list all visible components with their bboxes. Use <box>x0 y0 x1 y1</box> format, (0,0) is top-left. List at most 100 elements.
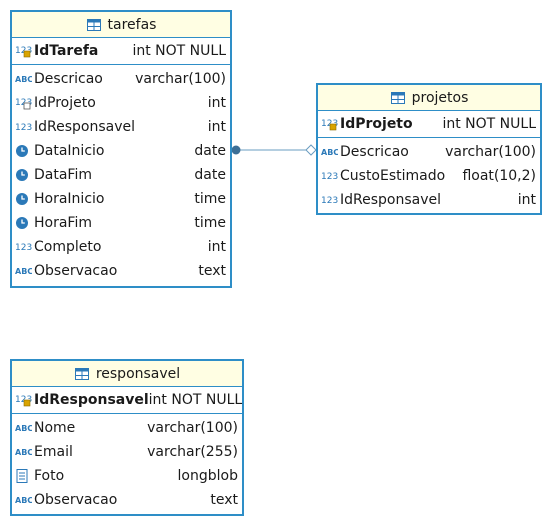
numeric-icon: 123 <box>321 193 338 207</box>
column-type: text <box>198 263 226 279</box>
column-type: text <box>210 492 238 508</box>
table-icon <box>74 367 91 381</box>
entity-header[interactable]: projetos <box>318 85 540 111</box>
clock-icon <box>15 192 32 206</box>
clock-icon <box>15 144 32 158</box>
svg-text:123: 123 <box>15 243 32 253</box>
numeric-icon: 123 <box>15 240 32 254</box>
svg-text:123: 123 <box>15 123 32 133</box>
clock-icon <box>15 216 32 230</box>
text-icon: ABC <box>15 72 32 86</box>
entity-header[interactable]: tarefas <box>12 12 230 38</box>
column-type: varchar(100) <box>135 71 226 87</box>
pk-column-row[interactable]: 123 IdTarefa int NOT NULL <box>12 38 230 65</box>
column-name: HoraFim <box>34 215 92 231</box>
text-icon: ABC <box>15 264 32 278</box>
column-type: time <box>194 215 226 231</box>
column-name: Nome <box>34 420 76 436</box>
svg-text:ABC: ABC <box>15 75 32 84</box>
column-name: DataInicio <box>34 143 105 159</box>
relationship-one-end-diamond <box>305 144 317 156</box>
entity-title: projetos <box>411 89 469 106</box>
entity-title: responsavel <box>95 365 181 382</box>
column-type: varchar(255) <box>147 444 238 460</box>
column-name: Completo <box>34 239 102 255</box>
column-name: IdProjeto <box>340 116 413 132</box>
column-type: int <box>207 119 226 135</box>
column-type: date <box>194 167 226 183</box>
column-type: int <box>207 239 226 255</box>
svg-text:ABC: ABC <box>15 424 32 433</box>
column-row[interactable]: HoraFim time <box>12 211 230 235</box>
svg-text:ABC: ABC <box>15 448 32 457</box>
column-name: CustoEstimado <box>340 168 446 184</box>
column-type: time <box>194 191 226 207</box>
clock-icon <box>15 168 32 182</box>
column-name: IdResponsavel <box>34 119 136 135</box>
pk-column-row[interactable]: 123 IdProjeto int NOT NULL <box>318 111 540 138</box>
svg-text:123: 123 <box>15 46 32 56</box>
svg-text:123: 123 <box>15 395 32 405</box>
entity-responsavel[interactable]: responsavel 123 IdResponsavel int NOT NU… <box>10 359 244 516</box>
numeric-fk-icon: 123 <box>15 96 32 110</box>
numeric-pk-icon: 123 <box>15 44 32 58</box>
column-row[interactable]: DataInicio date <box>12 139 230 163</box>
text-icon: ABC <box>15 493 32 507</box>
svg-text:ABC: ABC <box>321 148 338 157</box>
entity-title: tarefas <box>107 16 157 33</box>
binary-icon <box>15 469 32 483</box>
column-row[interactable]: DataFim date <box>12 163 230 187</box>
svg-text:123: 123 <box>321 172 338 182</box>
column-name: IdProjeto <box>34 95 96 111</box>
entity-header[interactable]: responsavel <box>12 361 242 387</box>
column-name: Observacao <box>34 263 118 279</box>
relationship-many-end-dot <box>231 145 241 155</box>
svg-text:123: 123 <box>321 196 338 206</box>
pk-column-row[interactable]: 123 IdResponsavel int NOT NULL <box>12 387 242 414</box>
column-name: IdTarefa <box>34 43 99 59</box>
column-type: float(10,2) <box>462 168 536 184</box>
svg-text:123: 123 <box>321 119 338 129</box>
svg-text:ABC: ABC <box>15 496 32 505</box>
text-icon: ABC <box>15 421 32 435</box>
numeric-pk-icon: 123 <box>15 393 32 407</box>
column-name: DataFim <box>34 167 92 183</box>
column-type: int <box>207 95 226 111</box>
column-type: longblob <box>177 468 238 484</box>
column-name: IdResponsavel <box>34 392 149 408</box>
column-row[interactable]: HoraInicio time <box>12 187 230 211</box>
column-type: varchar(100) <box>445 144 536 160</box>
column-name: Descricao <box>34 71 103 87</box>
column-name: Descricao <box>340 144 409 160</box>
column-name: IdResponsavel <box>340 192 442 208</box>
numeric-icon: 123 <box>15 120 32 134</box>
text-icon: ABC <box>15 445 32 459</box>
column-type: int NOT NULL <box>442 116 536 132</box>
column-type: int NOT NULL <box>148 392 243 408</box>
numeric-pk-icon: 123 <box>321 117 338 131</box>
column-name: Observacao <box>34 492 118 508</box>
numeric-icon: 123 <box>321 169 338 183</box>
table-icon <box>86 18 103 32</box>
column-type: date <box>194 143 226 159</box>
column-name: HoraInicio <box>34 191 105 207</box>
column-name: Email <box>34 444 73 460</box>
